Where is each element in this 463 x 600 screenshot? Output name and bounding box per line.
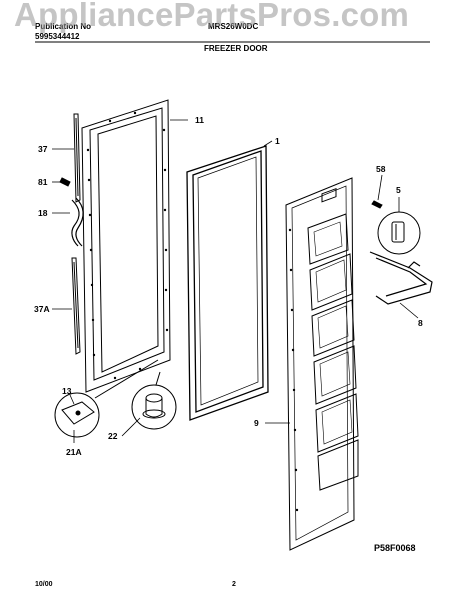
part-label-8: 8 <box>418 318 423 328</box>
part-label-1: 1 <box>275 136 280 146</box>
page-number: 2 <box>232 581 236 588</box>
part-label-22: 22 <box>108 431 118 441</box>
part-label-18: 18 <box>38 208 48 218</box>
part-label-21a: 21A <box>66 447 82 457</box>
part-label-58: 58 <box>376 164 386 174</box>
screw-81 <box>59 177 71 187</box>
screw-58 <box>371 200 383 209</box>
part-label-5: 5 <box>396 185 401 195</box>
part-label-37a: 37A <box>34 304 50 314</box>
publication-number: 5995344412 <box>35 32 80 41</box>
publication-label: Publication No <box>35 22 91 31</box>
handle-piece-37 <box>73 113 81 203</box>
hinge-13 <box>54 359 159 438</box>
bushing-22 <box>131 371 177 430</box>
door-gasket-frame-11 <box>81 99 171 393</box>
retainer-5 <box>377 211 421 255</box>
part-label-9: 9 <box>254 418 259 428</box>
leader-lines <box>52 119 419 443</box>
footer-date: 10/00 <box>35 581 53 588</box>
model-number: MRS26W0DC <box>208 22 259 31</box>
section-title: FREEZER DOOR <box>204 44 268 53</box>
watermark: AppliancePartsPros.com <box>14 0 410 33</box>
part-label-37: 37 <box>38 144 48 154</box>
shelf-rail-8 <box>369 251 433 305</box>
handle-bracket-18 <box>71 197 84 247</box>
inner-door-liner-9 <box>285 177 359 551</box>
part-label-81: 81 <box>38 177 48 187</box>
drawing-code: P58F0068 <box>374 543 416 553</box>
part-label-13: 13 <box>62 386 72 396</box>
part-label-11: 11 <box>195 115 204 125</box>
handle-piece-37a <box>71 257 81 355</box>
door-gasket-1 <box>186 145 269 421</box>
